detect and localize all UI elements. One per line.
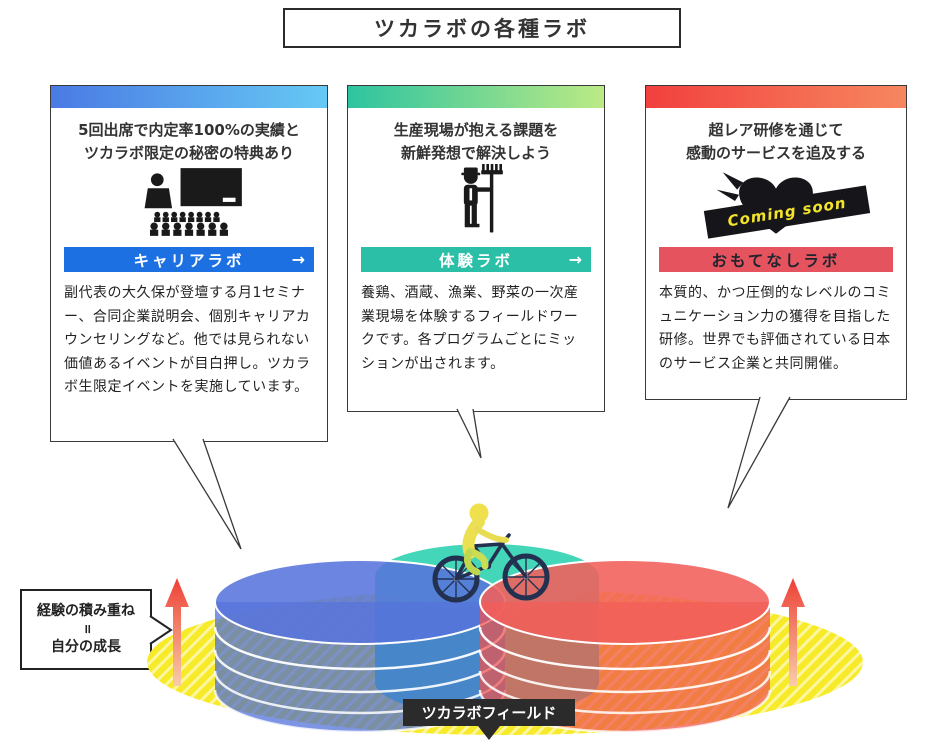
growth-line2: 自分の成長 [51, 638, 121, 655]
career-gradient-bar [51, 86, 327, 108]
growth-arrow-right [781, 578, 805, 686]
taiken-lab-label: 体験ラボ [438, 251, 513, 270]
taiken-catch-line1: 生産現場が抱える課題を [393, 121, 559, 139]
equals-sign: = [79, 624, 95, 635]
arrow-right-icon: → [568, 250, 582, 269]
blue-disc [213, 559, 507, 734]
taiken-catch-line2: 新鮮発想で解決しよう [400, 144, 551, 163]
teal-disc [375, 544, 599, 715]
career-catch-copy: 5回出席で内定率100%の実績と ツカラボ限定の秘密の特典あり [51, 119, 327, 166]
tsukalab-field-ellipse [147, 589, 863, 735]
omotenashi-lab-card: 超レア研修を通じて 感動のサービスを追及する Coming soon おもてなし… [645, 85, 907, 400]
field-label-text: ツカラボフィールド [422, 704, 557, 722]
career-lab-card: 5回出席で内定率100%の実績と ツカラボ限定の秘密の特典あり [50, 85, 328, 442]
omotenashi-description: 本質的、かつ圧倒的なレベルのコミュニケーション力の獲得を目指した研修。世界でも評… [659, 285, 891, 372]
field-label: ツカラボフィールド [403, 699, 575, 740]
page-title: ツカラボの各種ラボ [283, 8, 681, 48]
career-catch-line2: ツカラボ限定の秘密の特典あり [83, 144, 294, 163]
omotenashi-lab-bar: おもてなしラボ [659, 247, 893, 272]
arrow-right-icon: → [291, 250, 305, 269]
heart-in-hands-icon: Coming soon [646, 162, 906, 244]
career-lab-link[interactable]: キャリアラボ → [64, 247, 314, 272]
taiken-description: 養鶏、酒蔵、漁業、野菜の一次産業現場を体験するフィールドワークです。各プログラム… [361, 285, 579, 372]
cyclist-illustration [432, 503, 550, 603]
omotenashi-catch-copy: 超レア研修を通じて 感動のサービスを追及する [646, 119, 906, 166]
growth-arrow-left [165, 578, 189, 686]
growth-callout: 経験の積み重ね = 自分の成長 [20, 589, 152, 670]
growth-line1: 経験の積み重ね [37, 602, 135, 619]
omotenashi-catch-line2: 感動のサービスを追及する [685, 144, 866, 163]
omotenashi-lab-label: おもてなしラボ [711, 251, 841, 270]
career-description: 副代表の大久保が登壇する月1セミナー、合同企業説明会、個別キャリアカウンセリング… [64, 285, 311, 396]
taiken-catch-copy: 生産現場が抱える課題を 新鮮発想で解決しよう [348, 119, 604, 166]
omotenashi-gradient-bar [646, 86, 906, 108]
omotenashi-catch-line1: 超レア研修を通じて [708, 121, 844, 139]
farmer-rake-icon [348, 162, 604, 244]
taiken-gradient-bar [348, 86, 604, 108]
taiken-lab-link[interactable]: 体験ラボ → [361, 247, 591, 272]
taiken-lab-card: 生産現場が抱える課題を 新鮮発想で解決しよう [347, 85, 605, 412]
career-catch-line1: 5回出席で内定率100%の実績と [78, 121, 300, 139]
seminar-presentation-icon [51, 162, 327, 244]
career-lab-label: キャリアラボ [133, 251, 245, 270]
red-disc [478, 559, 772, 734]
